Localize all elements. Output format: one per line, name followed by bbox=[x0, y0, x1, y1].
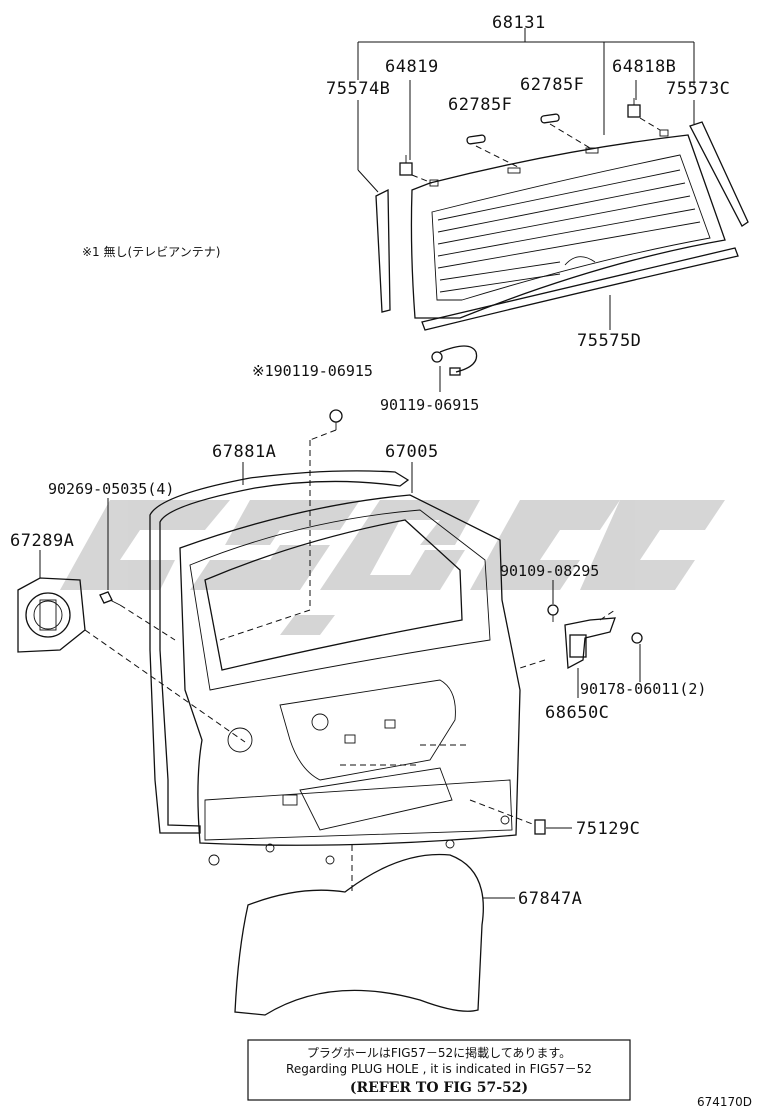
label-90119-wire: 90119-06915 bbox=[380, 396, 479, 414]
clip-75129C bbox=[534, 819, 546, 835]
back-window-glass bbox=[410, 129, 726, 319]
bolt-90119-antenna bbox=[329, 409, 343, 430]
label-64819: 64819 bbox=[385, 57, 439, 77]
stopper-clip-64819 bbox=[399, 155, 413, 176]
side-molding-right bbox=[689, 121, 749, 227]
dashed-guides bbox=[84, 117, 661, 895]
back-door-panel bbox=[179, 494, 521, 866]
label-90109: 90109-08295 bbox=[500, 562, 599, 580]
antenna-note: ※1 無し(テレビアンテナ) bbox=[82, 244, 220, 259]
label-75574B: 75574B bbox=[326, 79, 390, 99]
label-67847A: 67847A bbox=[518, 889, 582, 909]
bolt-90109 bbox=[547, 604, 559, 622]
spacer-62785F-a bbox=[466, 134, 486, 145]
watermark-logo bbox=[60, 500, 725, 635]
label-67005: 67005 bbox=[385, 442, 439, 462]
label-90178: 90178-06011(2) bbox=[580, 680, 706, 698]
label-64818B: 64818B bbox=[612, 57, 676, 77]
label-67289A: 67289A bbox=[10, 531, 74, 551]
label-75575D: 75575D bbox=[577, 331, 641, 351]
notice-box: プラグホールはFIG57－52に掲載してあります。 Regarding PLUG… bbox=[247, 1039, 631, 1101]
lower-molding bbox=[421, 247, 739, 331]
side-molding-left bbox=[375, 188, 391, 313]
label-68131: 68131 bbox=[492, 13, 546, 33]
label-62785F-b: 62785F bbox=[520, 75, 584, 95]
leader-lines bbox=[39, 28, 695, 899]
label-90119-antenna: ※190119-06915 bbox=[252, 362, 373, 380]
weatherstrip-67881A bbox=[149, 470, 410, 834]
bolt-90119-wire bbox=[431, 345, 478, 376]
stopper-clip-64818B bbox=[627, 98, 641, 118]
handle-assembly-68650C bbox=[564, 617, 643, 670]
label-67881A: 67881A bbox=[212, 442, 276, 462]
label-68650C: 68650C bbox=[545, 703, 609, 723]
label-75129C: 75129C bbox=[576, 819, 640, 839]
notice-line-ref: (REFER TO FIG 57-52) bbox=[350, 1080, 528, 1096]
screw-90269 bbox=[99, 591, 121, 606]
notice-line-jp: プラグホールはFIG57－52に掲載してあります。 bbox=[307, 1045, 571, 1060]
defogger-lines bbox=[437, 169, 701, 293]
spacer-62785F-b bbox=[540, 113, 560, 124]
figure-id: 674170D bbox=[697, 1095, 752, 1109]
label-75573C: 75573C bbox=[666, 79, 730, 99]
label-62785F-a: 62785F bbox=[448, 95, 512, 115]
notice-line-en: Regarding PLUG HOLE , it is indicated in… bbox=[286, 1062, 592, 1076]
label-90269: 90269-05035(4) bbox=[48, 480, 174, 498]
trim-board-67847A bbox=[234, 853, 484, 1016]
